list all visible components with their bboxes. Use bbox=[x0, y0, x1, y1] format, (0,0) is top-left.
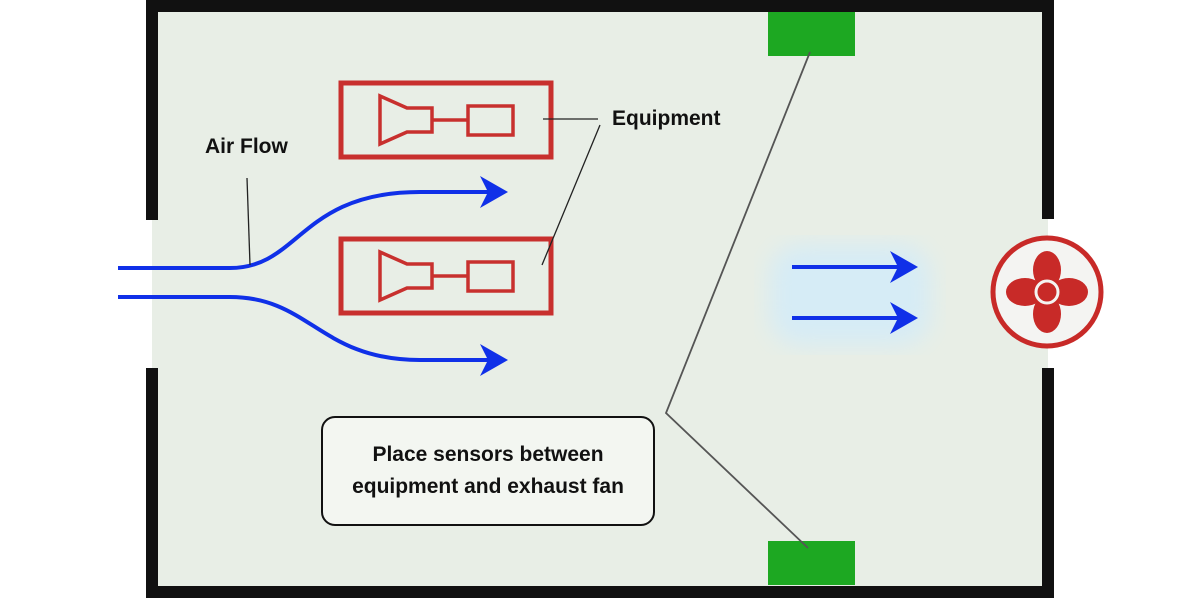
arrow-icon bbox=[118, 295, 508, 376]
equipment-icon bbox=[338, 80, 554, 160]
callout-line-2: equipment and exhaust fan bbox=[352, 475, 624, 498]
equipment-label: Equipment bbox=[612, 107, 721, 130]
air-flow-label: Air Flow bbox=[205, 135, 288, 158]
equipment-icon bbox=[338, 236, 554, 316]
sensor-icon bbox=[768, 541, 855, 585]
sensor-icon bbox=[768, 12, 855, 56]
airflow-arrows bbox=[118, 176, 918, 376]
arrow-icon bbox=[118, 176, 508, 270]
callout-line-1: Place sensors between bbox=[372, 443, 604, 466]
leader-lines bbox=[246, 51, 811, 549]
exhaust-fan-icon bbox=[990, 235, 1104, 349]
walls bbox=[146, 0, 1054, 598]
airflow-glow bbox=[770, 245, 930, 345]
sensor-placement-callout: Place sensors between equipment and exha… bbox=[321, 416, 655, 526]
